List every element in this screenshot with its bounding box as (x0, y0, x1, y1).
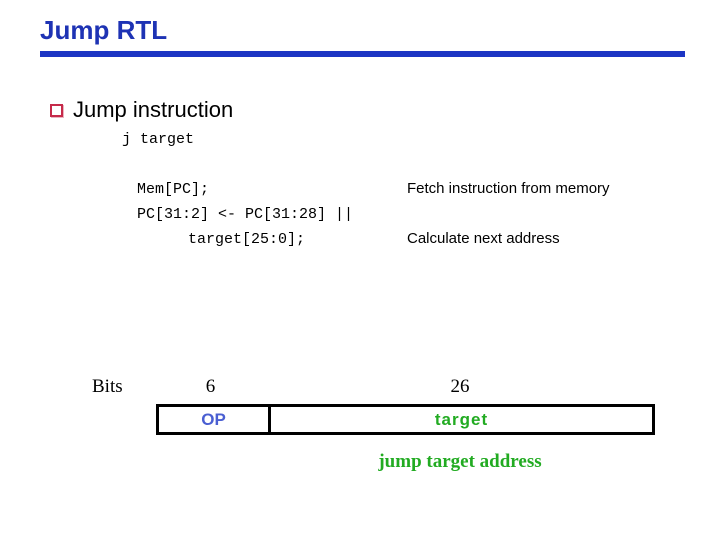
page-title: Jump RTL (40, 15, 168, 45)
rtl-code-line-2: PC[31:2] <- PC[31:28] || (137, 206, 354, 223)
bullet-item-text: Jump instruction (73, 97, 234, 122)
op-field-cell: OP (159, 407, 271, 432)
target-field-cell: target (271, 407, 652, 432)
bits-op-width: 6 (205, 376, 216, 397)
annotation-calculate: Calculate next address (407, 230, 560, 247)
annotation-fetch: Fetch instruction from memory (407, 180, 610, 197)
target-field-label: target (434, 409, 489, 429)
rtl-code-line-3: target[25:0]; (188, 231, 306, 248)
instruction-format-table: OP target (156, 404, 655, 435)
jump-target-caption: jump target address (378, 451, 542, 472)
title-underline-bar (40, 51, 685, 57)
rtl-code-line-1: Mem[PC]; (137, 181, 210, 198)
bits-target-width: 26 (450, 376, 470, 397)
bits-label: Bits (92, 376, 123, 397)
square-bullet-icon (50, 104, 63, 117)
instruction-mnemonic: j target (122, 131, 195, 148)
op-field-label: OP (201, 409, 226, 429)
